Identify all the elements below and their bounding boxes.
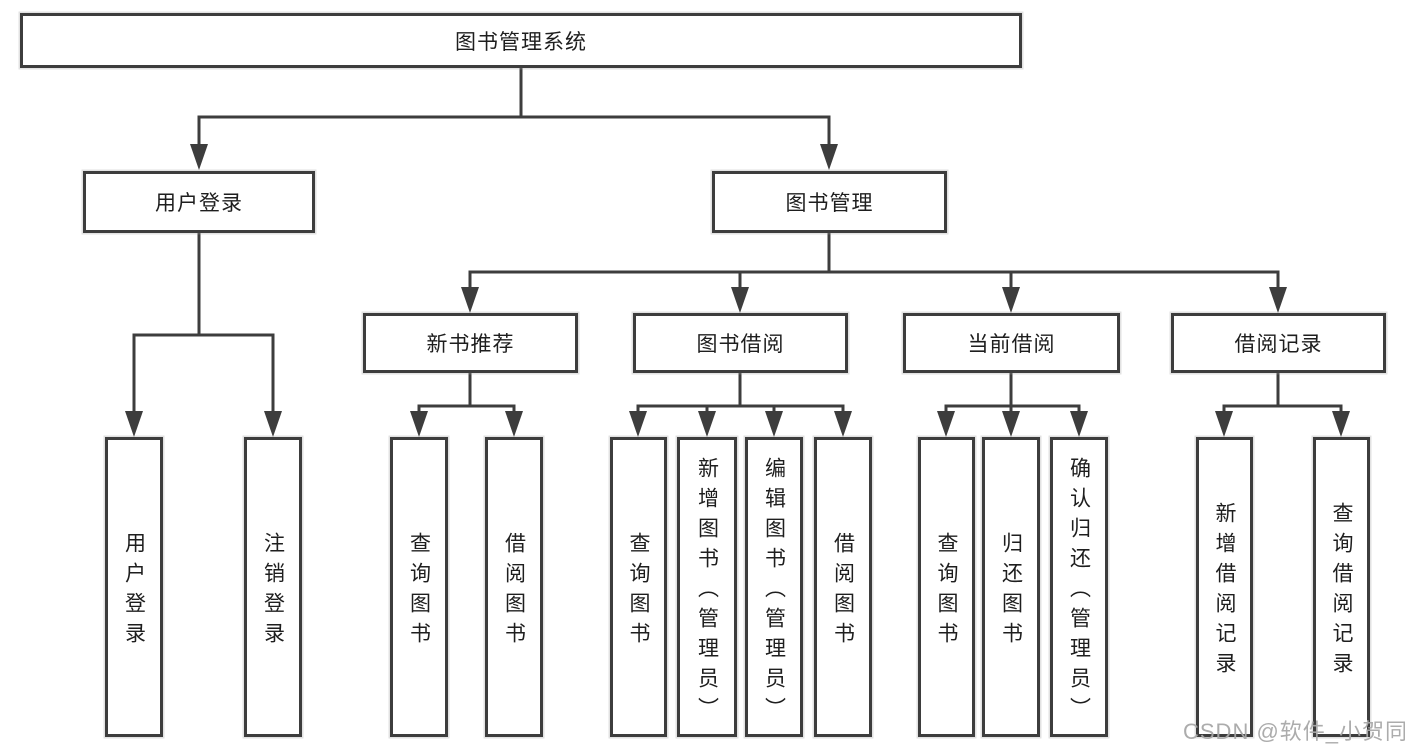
node-user-login: 用户登录	[83, 171, 315, 233]
connector-book-management-to-level3	[461, 231, 1287, 313]
node-new-book-recommend: 新书推荐	[363, 313, 578, 373]
node-label: 注销登录	[261, 531, 285, 652]
leaf-add-borrow-record: 新增借阅记录	[1196, 437, 1253, 737]
node-label: 新书推荐	[426, 333, 515, 356]
leaf-return-books: 归还图书	[982, 437, 1040, 737]
connector-new-book-recommend-to-leaves	[410, 371, 523, 437]
node-borrow-records: 借阅记录	[1171, 313, 1386, 373]
node-label: 查询借阅记录	[1330, 501, 1353, 682]
node-label: 借阅图书	[831, 531, 855, 652]
node-label: 用户登录	[155, 192, 243, 215]
node-label: 编辑图书（管理员）	[762, 456, 786, 727]
leaf-query-borrow-record: 查询借阅记录	[1313, 437, 1370, 737]
node-label: 查询图书	[935, 531, 958, 652]
leaf-query-books-recommend: 查询图书	[390, 437, 448, 737]
node-label: 用户登录	[122, 531, 146, 652]
leaf-user-login: 用户登录	[105, 437, 163, 737]
connector-root-to-level2	[190, 66, 838, 170]
node-book-management: 图书管理	[712, 171, 947, 233]
node-label: 查询图书	[407, 531, 431, 652]
node-current-borrow: 当前借阅	[903, 313, 1120, 373]
leaf-query-books-current: 查询图书	[918, 437, 975, 737]
leaf-edit-book-admin: 编辑图书（管理员）	[745, 437, 803, 737]
leaf-confirm-return-admin: 确认归还（管理员）	[1050, 437, 1108, 737]
node-label: 当前借阅	[967, 333, 1056, 356]
node-label: 确认归还（管理员）	[1067, 456, 1091, 727]
node-label: 新增图书（管理员）	[695, 456, 719, 727]
node-label: 图书管理系统	[455, 30, 587, 54]
connector-current-borrow-to-leaves	[937, 371, 1088, 437]
node-label: 借阅图书	[502, 531, 526, 652]
node-label: 归还图书	[999, 531, 1023, 652]
node-label: 查询图书	[627, 531, 650, 652]
watermark: CSDN @软件_小贺同学	[1183, 719, 1405, 744]
leaf-query-books-borrow: 查询图书	[610, 437, 667, 737]
leaf-add-book-admin: 新增图书（管理员）	[677, 437, 737, 737]
node-library-management-system: 图书管理系统	[20, 13, 1022, 68]
connector-borrow-records-to-leaves	[1215, 371, 1350, 437]
node-label: 新增借阅记录	[1213, 501, 1236, 682]
node-label: 图书管理	[785, 192, 874, 215]
node-book-borrow: 图书借阅	[633, 313, 848, 373]
node-label: 借阅记录	[1234, 333, 1323, 356]
node-label: 图书借阅	[696, 333, 785, 356]
leaf-borrow-books-recommend: 借阅图书	[485, 437, 543, 737]
leaf-logout: 注销登录	[244, 437, 302, 737]
connector-user-login-to-leaves	[125, 231, 282, 437]
leaf-borrow-books: 借阅图书	[814, 437, 872, 737]
connector-book-borrow-to-leaves	[629, 371, 852, 437]
